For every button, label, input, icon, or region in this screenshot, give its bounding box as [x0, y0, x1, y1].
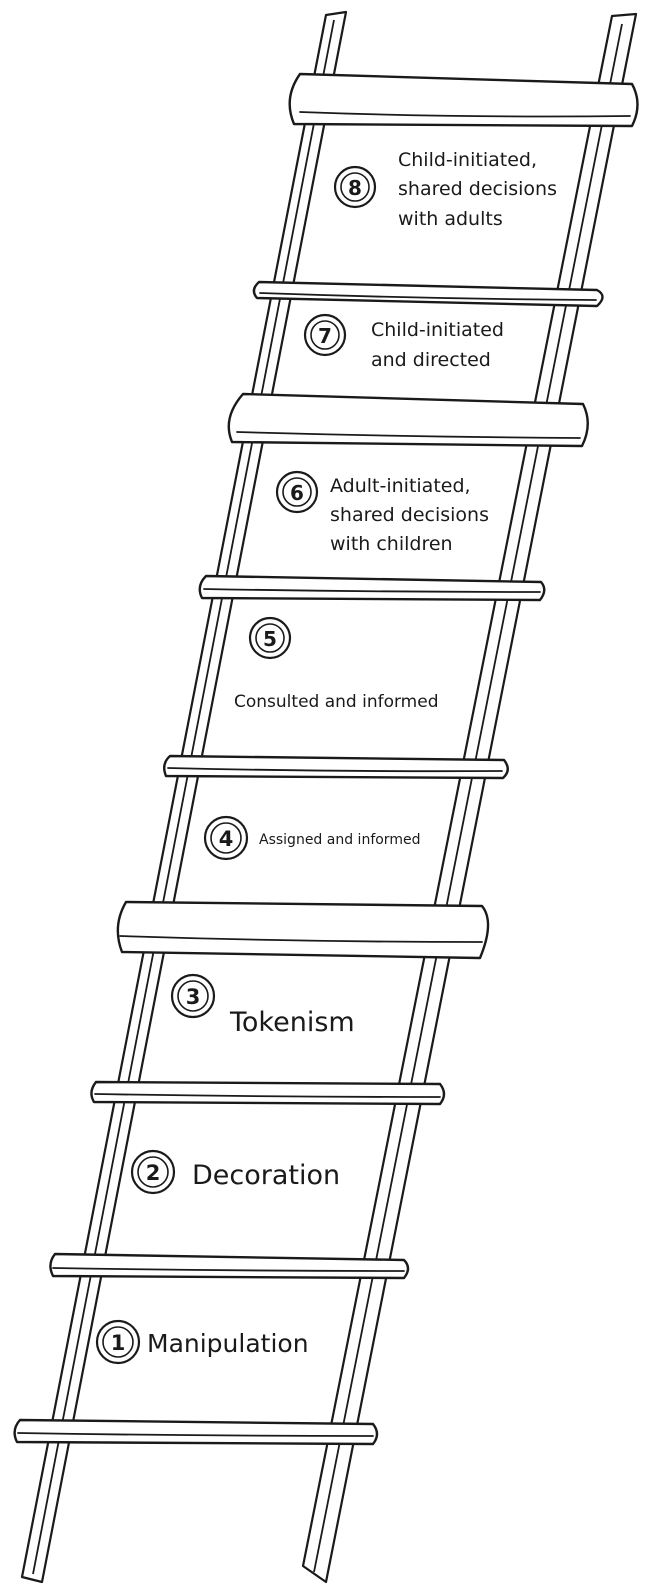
- step-7-label: Child-initiated and directed: [371, 319, 510, 371]
- rung-5-6: [198, 574, 546, 602]
- rung-top: [288, 72, 639, 128]
- step-1-badge: 1: [95, 1319, 141, 1365]
- step-6-label: Adult-initiated, shared decisions with c…: [330, 475, 495, 555]
- rung-4-5: [163, 754, 509, 780]
- rung-6-7: [227, 392, 589, 448]
- step-8-badge: 8: [333, 165, 377, 209]
- step-1-label: Manipulation: [147, 1329, 309, 1358]
- step-4-number: 4: [219, 827, 234, 851]
- step-1: 1 Manipulation: [95, 1319, 309, 1365]
- step-8: 8 Child-initiated, shared decisions with…: [333, 149, 563, 230]
- step-4: 4 Assigned and informed: [203, 815, 420, 861]
- step-2-badge: 2: [130, 1149, 176, 1195]
- step-6-badge: 6: [275, 470, 319, 514]
- step-3-number: 3: [186, 985, 201, 1009]
- step-4-badge: 4: [203, 815, 249, 861]
- step-7-badge: 7: [303, 313, 347, 357]
- step-2-number: 2: [146, 1161, 161, 1185]
- step-5: 5 Consulted and informed: [234, 616, 439, 712]
- step-4-label: Assigned and informed: [259, 832, 420, 848]
- rung-7-8: [252, 280, 604, 308]
- rung-1-2: [49, 1252, 410, 1280]
- step-8-label: Child-initiated, shared decisions with a…: [398, 149, 563, 230]
- step-3: 3 Tokenism: [170, 973, 355, 1038]
- step-5-number: 5: [263, 627, 277, 651]
- rung-bottom: [13, 1418, 379, 1446]
- right-rail: [301, 12, 638, 1584]
- step-3-label: Tokenism: [229, 1007, 355, 1038]
- step-3-badge: 3: [170, 973, 216, 1019]
- step-2-label: Decoration: [192, 1160, 340, 1191]
- step-1-number: 1: [111, 1331, 126, 1355]
- step-6: 6 Adult-initiated, shared decisions with…: [275, 470, 495, 555]
- step-5-label: Consulted and informed: [234, 692, 439, 712]
- step-6-number: 6: [290, 481, 304, 505]
- step-2: 2 Decoration: [130, 1149, 340, 1195]
- step-8-number: 8: [348, 176, 362, 200]
- step-5-badge: 5: [248, 616, 292, 660]
- rung-2-3: [90, 1080, 446, 1106]
- step-7-number: 7: [318, 324, 332, 348]
- rung-3-4: [116, 900, 490, 960]
- step-7: 7 Child-initiated and directed: [303, 313, 510, 371]
- ladder-rungs: [13, 72, 639, 1446]
